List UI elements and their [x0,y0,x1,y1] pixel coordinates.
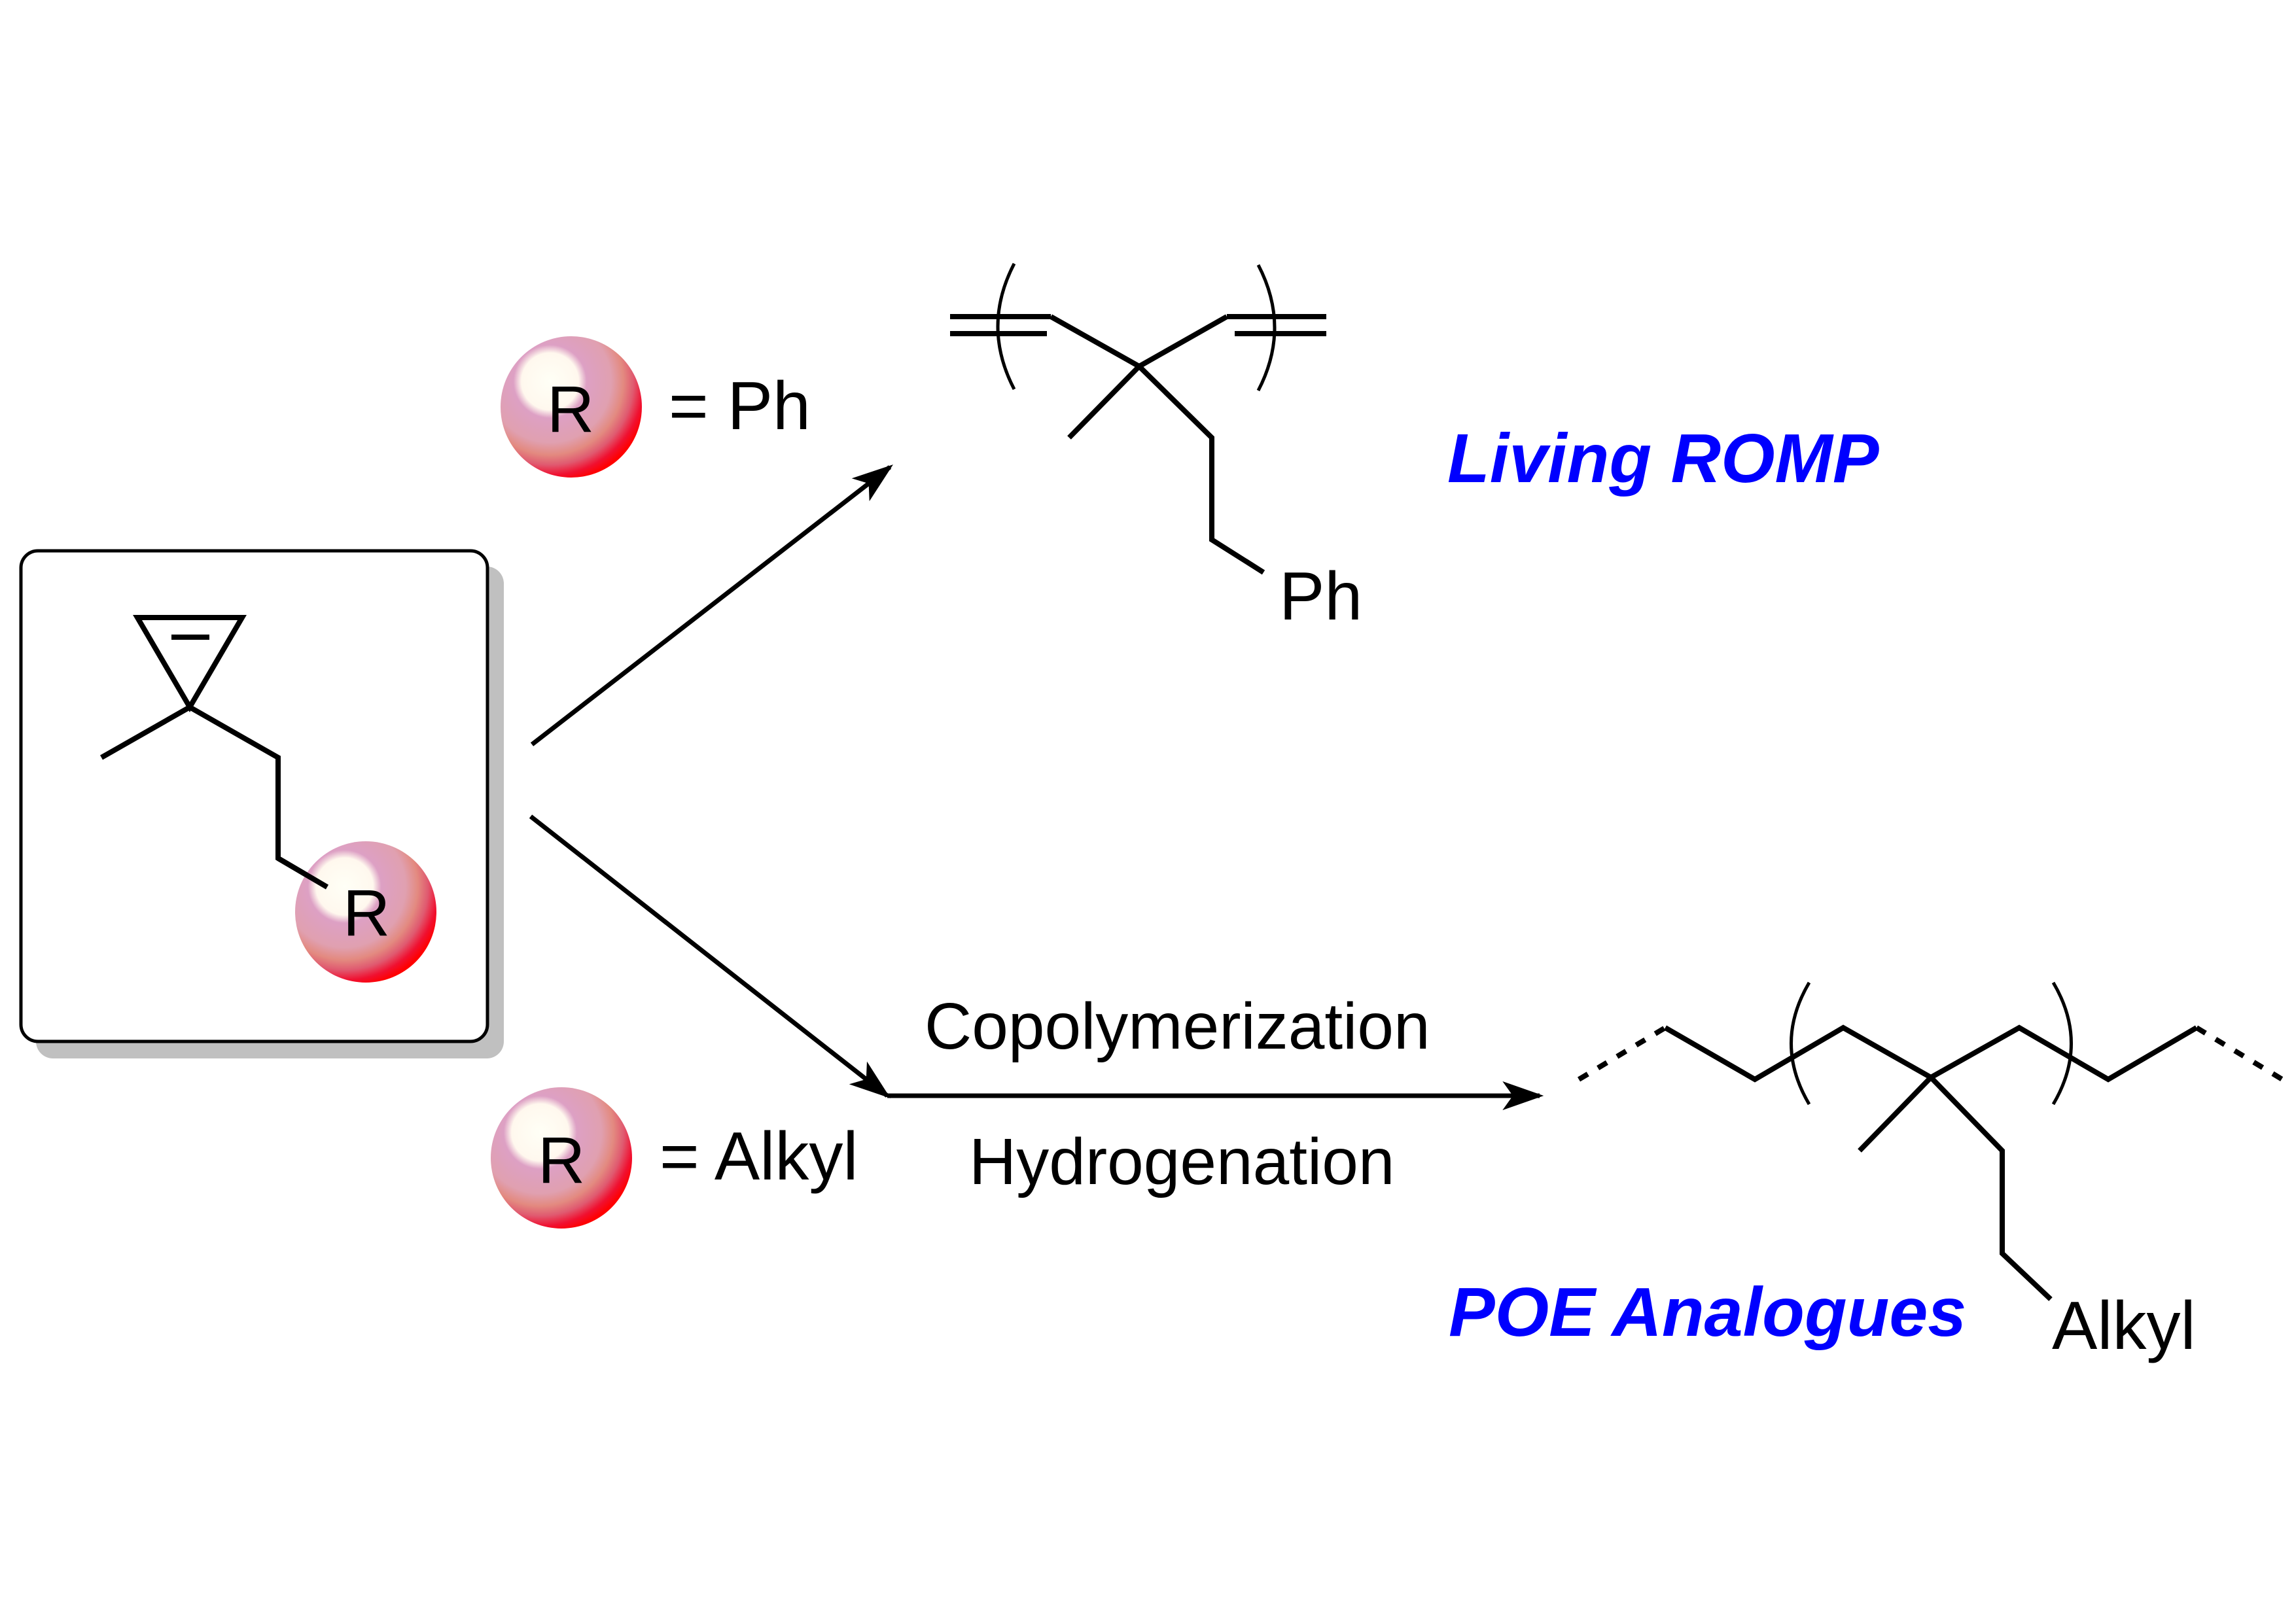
backbone-bond-right [1138,314,1228,369]
repeat-bracket-right [2051,981,2073,1106]
r-label: R [538,1124,585,1197]
top-route: R = Ph Ph Living ROMP [501,262,1879,746]
red-sphere-icon [491,1087,632,1229]
r-label: R [547,373,594,446]
r-equals-alkyl: R = Alkyl [491,1087,858,1229]
methyl-bond [1067,364,1141,440]
repeat-bracket-left [1790,981,1811,1106]
side-chain [1929,1075,2053,1301]
r-label: R [343,877,390,950]
poe-analogues-title: POE Analogues [1449,1274,1966,1351]
side-chain [1137,364,1265,575]
r-definition-ph: = Ph [669,368,811,444]
methyl-bond [1858,1075,1933,1153]
chain-continuation-left [1577,1025,1667,1082]
repeat-bracket-right [1256,264,1277,392]
side-chain-to-r [276,856,329,890]
chain-continuation-right [2195,1025,2284,1082]
arrow-to-romp [530,464,893,746]
end-group-alkyl: Alkyl [2052,1288,2196,1364]
condition-copolymerization: Copolymerization [925,990,1430,1063]
monomer-box: R [19,549,504,1058]
repeat-bracket-left [996,262,1016,391]
red-sphere-icon [501,336,642,478]
poe-polymer-structure: Alkyl [1577,981,2284,1364]
arrow-to-copolymerization [529,814,891,1098]
methyl-bond [100,705,191,760]
end-group-ph: Ph [1279,559,1362,635]
bottom-route: Copolymerization Hydrogenation R = Alkyl… [491,814,2284,1364]
red-sphere-icon [295,841,436,983]
substituent-r-sphere: R [295,841,436,983]
romp-polymer-structure: Ph [950,262,1362,635]
polyethylene-backbone [1664,1024,2199,1083]
cyclopropene-ring [133,615,247,712]
monomer-box-frame [19,549,489,1043]
r-definition-alkyl: = Alkyl [660,1119,858,1195]
backbone-bond-left [1050,314,1140,369]
living-romp-title: Living ROMP [1447,420,1879,497]
r-equals-ph: R = Ph [501,336,811,478]
condition-hydrogenation: Hydrogenation [969,1125,1394,1198]
